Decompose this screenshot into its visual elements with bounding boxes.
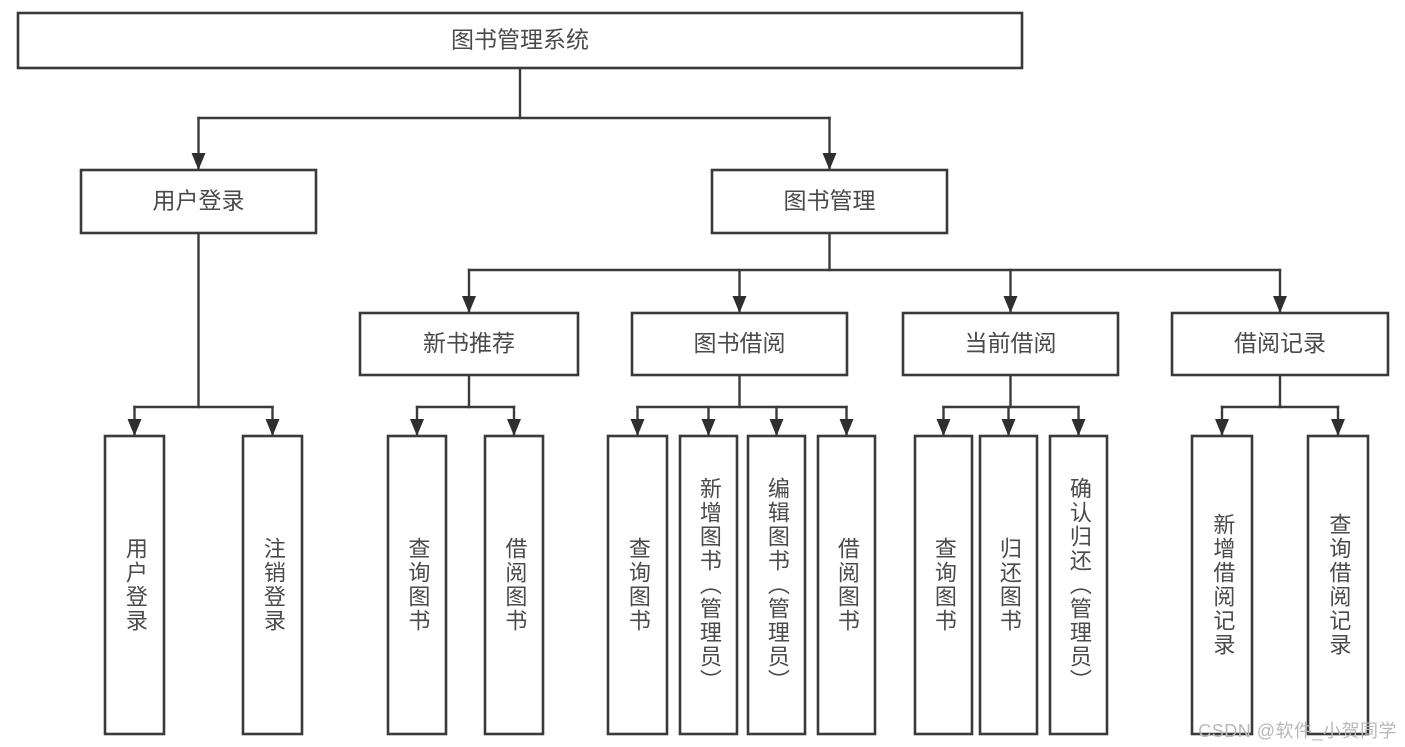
connector-layer xyxy=(127,66,1345,437)
node-box-leaf-add-borrow-record[interactable] xyxy=(1190,434,1254,736)
arrow-leaf-confirm-return xyxy=(1071,419,1086,436)
node-label-leaf-add-borrow-record: 新增借阅记录 xyxy=(1210,513,1236,657)
arrow-leaf-add-book-admin xyxy=(701,419,716,436)
node-box-leaf-query-book-cur[interactable] xyxy=(913,434,974,736)
node-box-user-login[interactable] xyxy=(79,168,318,235)
arrow-level3-0 xyxy=(462,296,476,313)
csdn-watermark: CSDN @软件_小贺同学 xyxy=(1198,721,1397,741)
node-label-user-login: 用户登录 xyxy=(153,188,245,214)
box-layer xyxy=(16,11,1390,736)
node-label-new-book-recommend: 新书推荐 xyxy=(423,330,515,356)
node-label-leaf-add-book-admin: 新增图书（管理员） xyxy=(696,477,722,693)
node-label-leaf-query-book-cur: 查询图书 xyxy=(931,537,957,633)
arrow-level3-3 xyxy=(1273,296,1287,313)
node-label-leaf-borrow-book-bor: 借阅图书 xyxy=(834,537,860,633)
node-label-leaf-logout-login: 注销登录 xyxy=(260,537,286,633)
arrow-leaf-query-book-cur xyxy=(936,419,951,436)
arrow-leaf-return-book xyxy=(1001,419,1016,436)
node-box-new-book-recommend[interactable] xyxy=(358,311,580,377)
node-label-current-borrow: 当前借阅 xyxy=(965,330,1057,356)
node-box-root[interactable] xyxy=(16,11,1024,70)
node-box-leaf-return-book[interactable] xyxy=(978,434,1039,736)
arrow-level2-0 xyxy=(191,153,206,170)
node-label-borrow-record: 借阅记录 xyxy=(1234,330,1326,356)
node-box-leaf-logout-login[interactable] xyxy=(241,434,304,736)
node-label-root: 图书管理系统 xyxy=(451,27,589,53)
node-box-leaf-query-book-bor[interactable] xyxy=(606,434,669,736)
node-box-leaf-borrow-book-bor[interactable] xyxy=(816,434,877,736)
node-box-leaf-edit-book-admin[interactable] xyxy=(746,434,807,736)
arrow-leaf-add-borrow-record xyxy=(1215,419,1229,436)
arrow-leaf-query-book-bor xyxy=(630,419,645,436)
node-box-leaf-user-login[interactable] xyxy=(103,434,166,736)
node-box-leaf-add-book-admin[interactable] xyxy=(678,434,739,736)
node-box-leaf-confirm-return[interactable] xyxy=(1048,434,1109,736)
node-box-book-manage[interactable] xyxy=(710,168,949,235)
arrow-leaf-query-book-rec xyxy=(410,419,424,436)
node-label-leaf-query-book-rec: 查询图书 xyxy=(405,537,431,633)
node-box-leaf-query-borrow-rec[interactable] xyxy=(1306,434,1370,736)
node-label-book-manage: 图书管理 xyxy=(784,188,876,214)
arrow-leaf-borrow-book-bor xyxy=(839,419,854,436)
node-box-current-borrow[interactable] xyxy=(901,311,1120,377)
node-label-leaf-user-login: 用户登录 xyxy=(122,537,148,633)
node-label-book-borrow: 图书借阅 xyxy=(694,330,786,356)
node-box-leaf-query-book-rec[interactable] xyxy=(386,434,448,736)
node-label-leaf-edit-book-admin: 编辑图书（管理员） xyxy=(764,477,790,693)
node-box-leaf-borrow-book-rec[interactable] xyxy=(483,434,545,736)
arrow-level2-1 xyxy=(822,153,837,170)
node-label-leaf-return-book: 归还图书 xyxy=(996,537,1022,633)
node-label-leaf-borrow-book-rec: 借阅图书 xyxy=(502,537,528,633)
arrow-leaf-query-borrow-rec xyxy=(1331,419,1345,436)
arrow-leaf-user-login xyxy=(127,419,142,436)
arrow-leaf-edit-book-admin xyxy=(769,419,784,436)
node-box-borrow-record[interactable] xyxy=(1170,311,1390,377)
node-box-book-borrow[interactable] xyxy=(630,311,849,377)
arrow-level3-1 xyxy=(732,296,747,313)
arrow-leaf-logout-login xyxy=(265,419,280,436)
node-label-leaf-query-book-bor: 查询图书 xyxy=(625,537,651,633)
arrow-level3-2 xyxy=(1003,296,1018,313)
node-label-leaf-query-borrow-rec: 查询借阅记录 xyxy=(1326,513,1352,657)
node-label-leaf-confirm-return: 确认归还（管理员） xyxy=(1066,477,1092,693)
arrow-leaf-borrow-book-rec xyxy=(507,419,521,436)
